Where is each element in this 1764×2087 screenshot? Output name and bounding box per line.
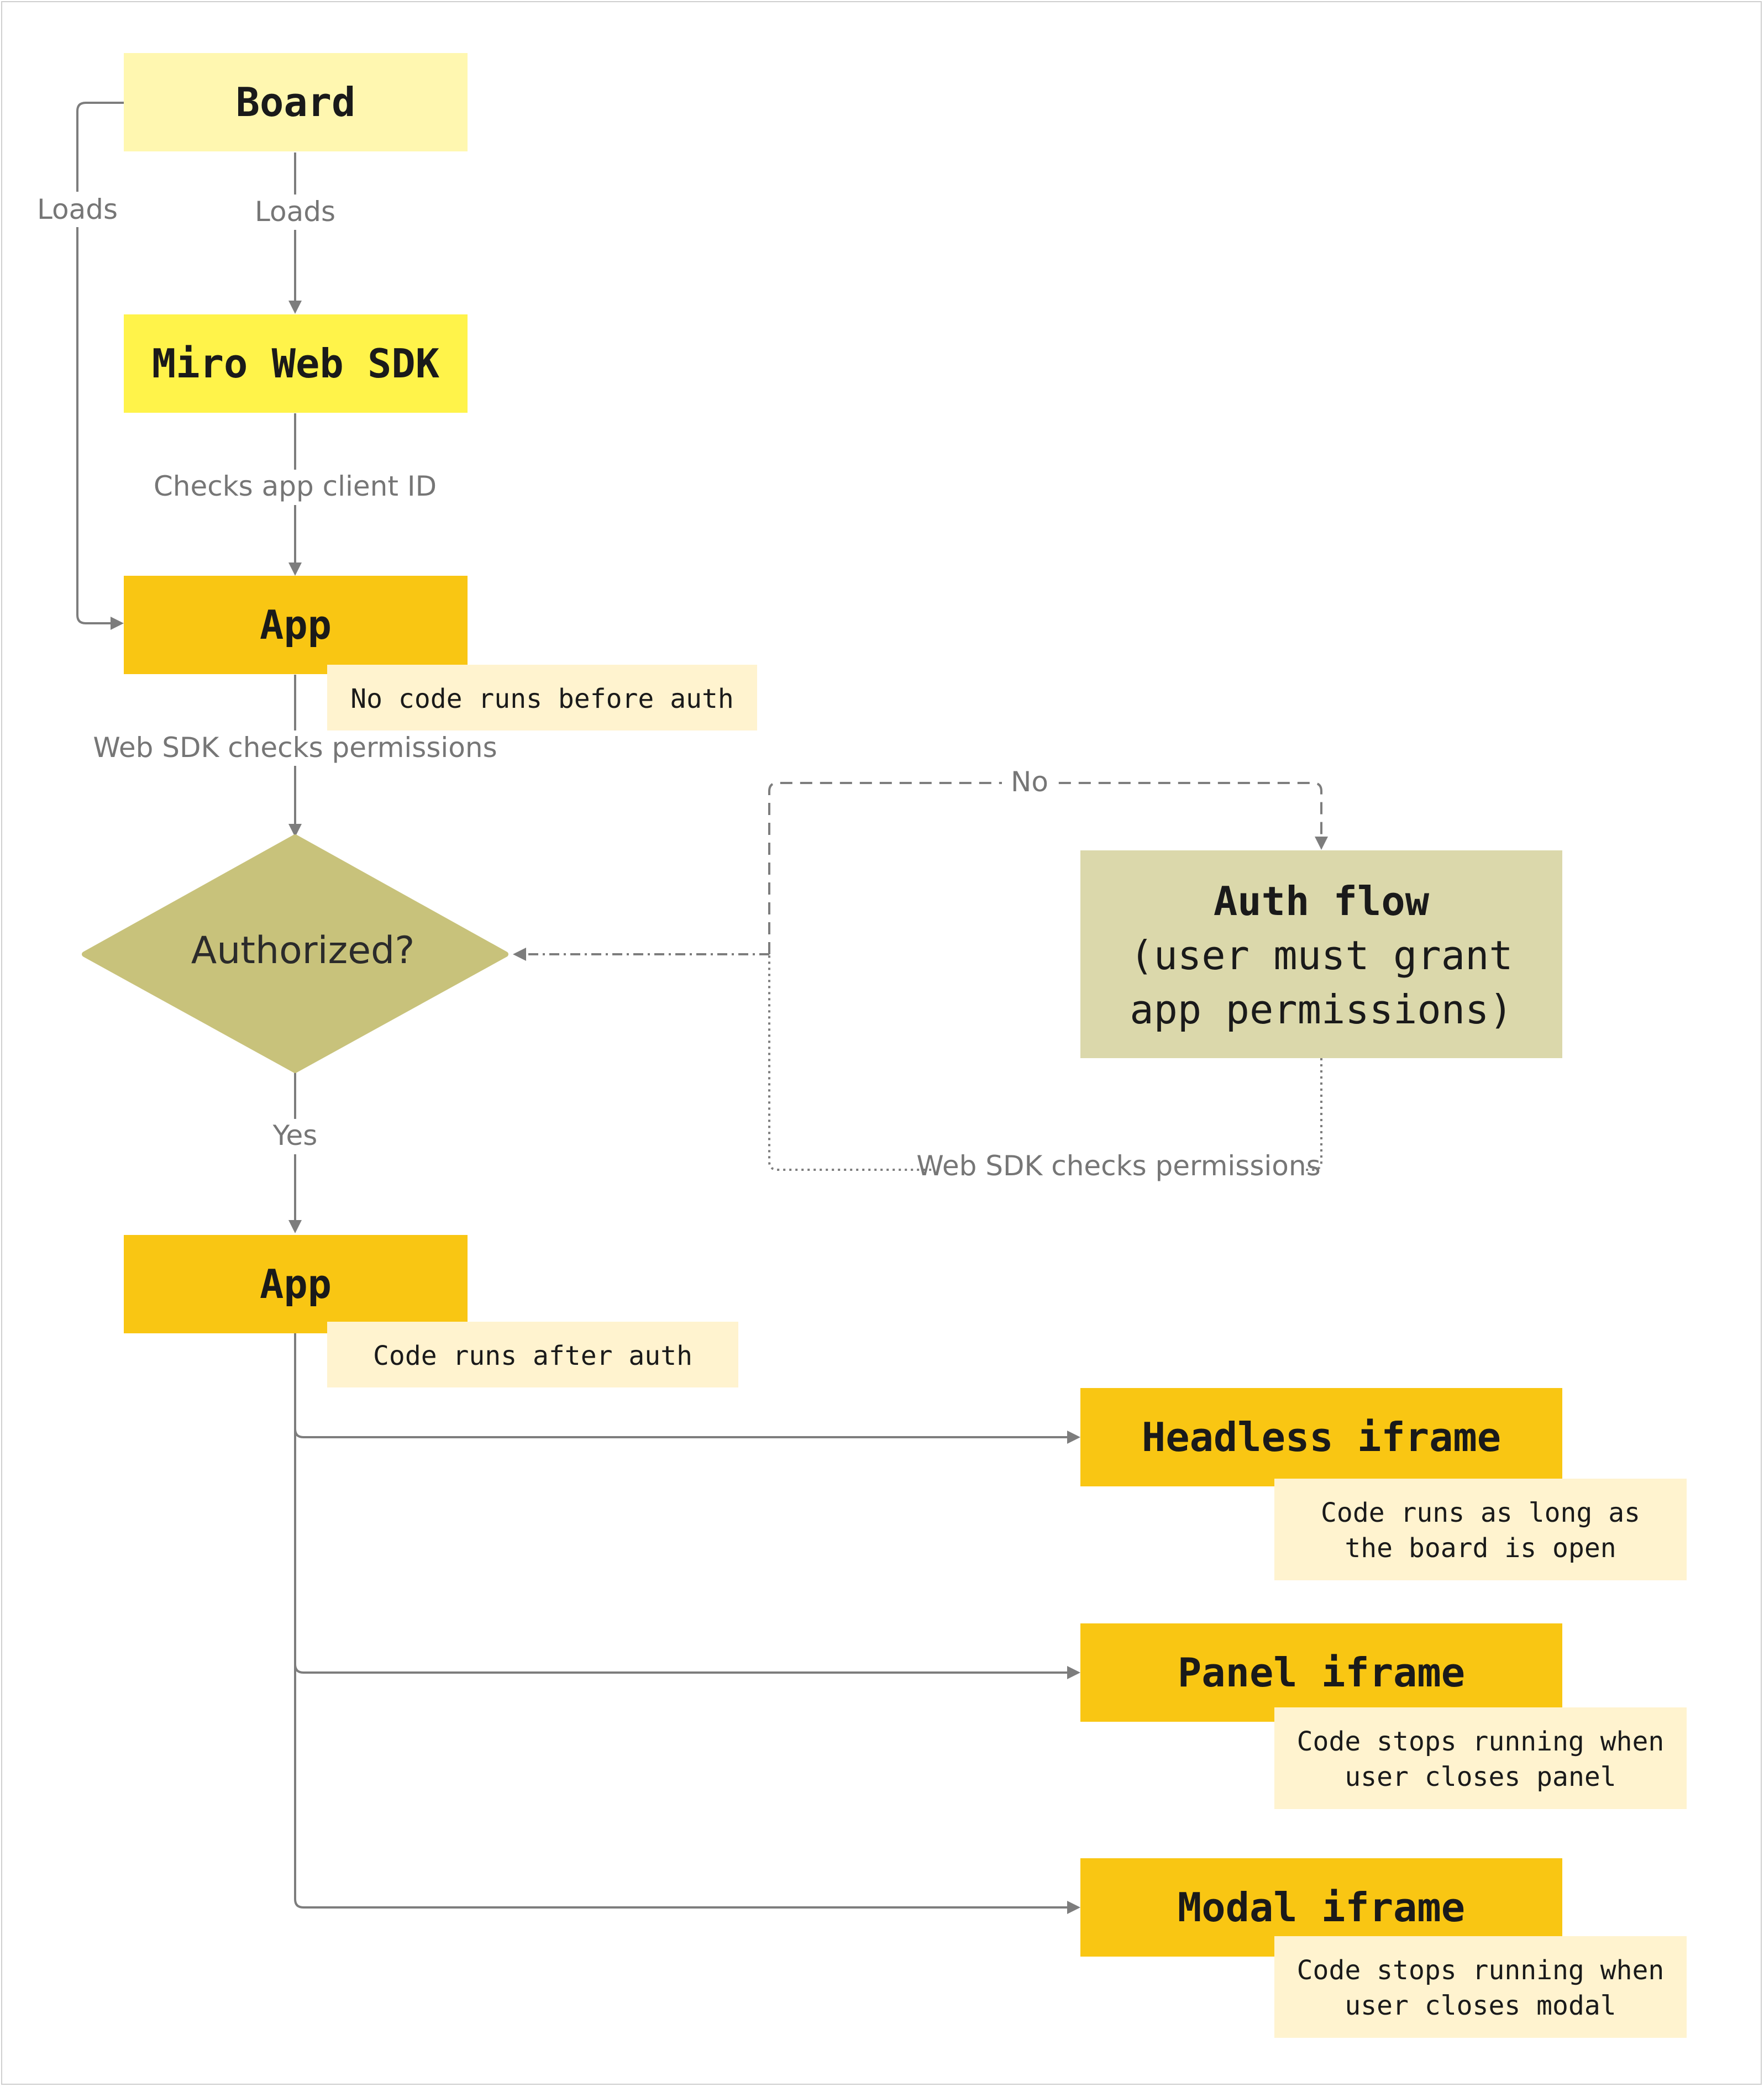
node-panel-iframe-label: Panel iframe xyxy=(1178,1649,1465,1696)
node-headless-iframe[interactable] xyxy=(1080,1388,1562,1486)
decision-authorized[interactable] xyxy=(82,834,508,1073)
note-modal xyxy=(1274,1936,1687,2038)
note-headless xyxy=(1274,1479,1687,1580)
node-panel-iframe[interactable] xyxy=(1080,1623,1562,1722)
edge-app-to-panel xyxy=(294,1664,1070,1674)
node-modal-iframe-label: Modal iframe xyxy=(1178,1884,1465,1931)
arrowhead xyxy=(111,617,124,630)
edge-app-to-headless xyxy=(294,1428,1070,1438)
note-after-auth-text: Code runs after auth xyxy=(373,1340,692,1371)
node-miro-web-sdk-label: Miro Web SDK xyxy=(152,340,440,387)
node-auth-flow-line-3: app permissions) xyxy=(1130,986,1513,1033)
node-auth-flow-line-2: (user must grant xyxy=(1130,932,1513,979)
decision-authorized-label: Authorized? xyxy=(191,929,415,972)
arrowhead xyxy=(1067,1431,1080,1444)
edge-label-bg xyxy=(33,192,122,227)
edge-board-to-app xyxy=(76,102,124,624)
note-panel xyxy=(1274,1707,1687,1809)
node-auth-flow-line-1: Auth flow xyxy=(1214,878,1430,924)
edge-label-bg xyxy=(262,1119,328,1154)
node-app-after-auth[interactable] xyxy=(124,1235,468,1333)
note-panel-line-2: user closes panel xyxy=(1345,1762,1616,1792)
node-app-before-auth[interactable] xyxy=(124,576,468,674)
node-board-label: Board xyxy=(236,79,356,125)
edge-label-bg xyxy=(157,470,433,505)
edge-label-board-sdk: Loads xyxy=(255,196,335,228)
arrowhead xyxy=(1067,1901,1080,1914)
arrowhead xyxy=(288,1220,302,1233)
edge-app-to-iframes xyxy=(294,1333,1070,1909)
edge-label-yes: Yes xyxy=(272,1119,318,1152)
edge-label-board-app: Loads xyxy=(37,193,118,225)
edge-label-auth-back: Web SDK checks permissions xyxy=(916,1150,1320,1182)
note-headless-line-1: Code runs as long as xyxy=(1321,1497,1640,1528)
node-miro-web-sdk[interactable] xyxy=(124,314,468,413)
node-board[interactable] xyxy=(124,53,468,151)
edge-label-bg xyxy=(934,1152,1303,1187)
edge-label-sdk-app: Checks app client ID xyxy=(154,470,437,502)
node-app-after-auth-label: App xyxy=(260,1261,332,1307)
arrowhead xyxy=(288,301,302,314)
note-modal-line-2: user closes modal xyxy=(1345,1990,1616,2021)
note-panel-line-1: Code stops running when xyxy=(1297,1726,1665,1757)
node-auth-flow[interactable] xyxy=(1080,850,1562,1058)
node-headless-iframe-label: Headless iframe xyxy=(1142,1414,1501,1460)
note-after-auth xyxy=(327,1322,738,1387)
note-headless-line-2: the board is open xyxy=(1345,1533,1616,1564)
edge-label-bg xyxy=(1002,765,1057,801)
note-before-auth xyxy=(327,665,757,730)
note-modal-line-1: Code stops running when xyxy=(1297,1955,1665,1986)
node-app-before-auth-label: App xyxy=(260,602,332,648)
arrowhead xyxy=(288,563,302,576)
arrowhead xyxy=(513,948,526,961)
edge-label-app-decision: Web SDK checks permissions xyxy=(93,732,497,764)
arrowhead xyxy=(1315,837,1328,850)
note-before-auth-text: No code runs before auth xyxy=(350,684,734,714)
edge-label-bg xyxy=(251,194,339,230)
arrowhead xyxy=(1067,1666,1080,1679)
edge-label-bg xyxy=(111,730,480,766)
arrowhead xyxy=(288,824,302,837)
edge-label-no: No xyxy=(1011,766,1048,798)
